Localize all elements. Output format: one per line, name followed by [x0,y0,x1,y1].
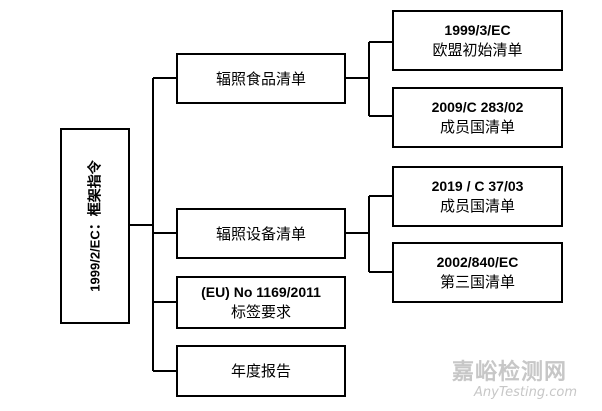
eu-initial-list-box: 1999/3/EC 欧盟初始清单 [392,10,563,71]
member-list-2-text: 成员国清单 [439,196,515,215]
labeling-box: (EU) No 1169/2011 标签要求 [176,276,346,329]
annual-report-label: 年度报告 [230,362,291,380]
labeling-code: (EU) No 1169/2011 [201,283,321,300]
labeling-text: 标签要求 [230,302,291,321]
annual-report-box: 年度报告 [176,345,346,397]
eu-initial-code: 1999/3/EC [444,21,511,38]
member-list-1-box: 2009/C 283/02 成员国清单 [392,87,563,148]
food-list-box: 辐照食品清单 [176,53,346,104]
root-label: 1999/2/EC：框架指令 [85,160,105,291]
eu-initial-text: 欧盟初始清单 [432,40,523,59]
member-list-1-code: 2009/C 283/02 [431,98,524,115]
third-country-code: 2002/840/EC [436,253,519,270]
facility-list-box: 辐照设备清单 [176,208,346,259]
third-country-text: 第三国清单 [439,272,515,291]
third-country-list-box: 2002/840/EC 第三国清单 [392,242,563,303]
member-list-2-code: 2019 / C 37/03 [431,177,524,194]
root-separator: ： [88,216,104,231]
root-framework-directive-box: 1999/2/EC：框架指令 [60,128,130,324]
member-list-1-text: 成员国清单 [439,117,515,136]
food-list-label: 辐照食品清单 [215,69,306,88]
facility-list-label: 辐照设备清单 [215,224,306,243]
member-list-2-box: 2019 / C 37/03 成员国清单 [392,166,563,227]
watermark-en: AnyTesting.com [474,385,578,400]
watermark-cn: 嘉峪检测网 [452,360,568,385]
root-code: 1999/2/EC [88,230,103,292]
root-text: 框架指令 [88,160,104,217]
